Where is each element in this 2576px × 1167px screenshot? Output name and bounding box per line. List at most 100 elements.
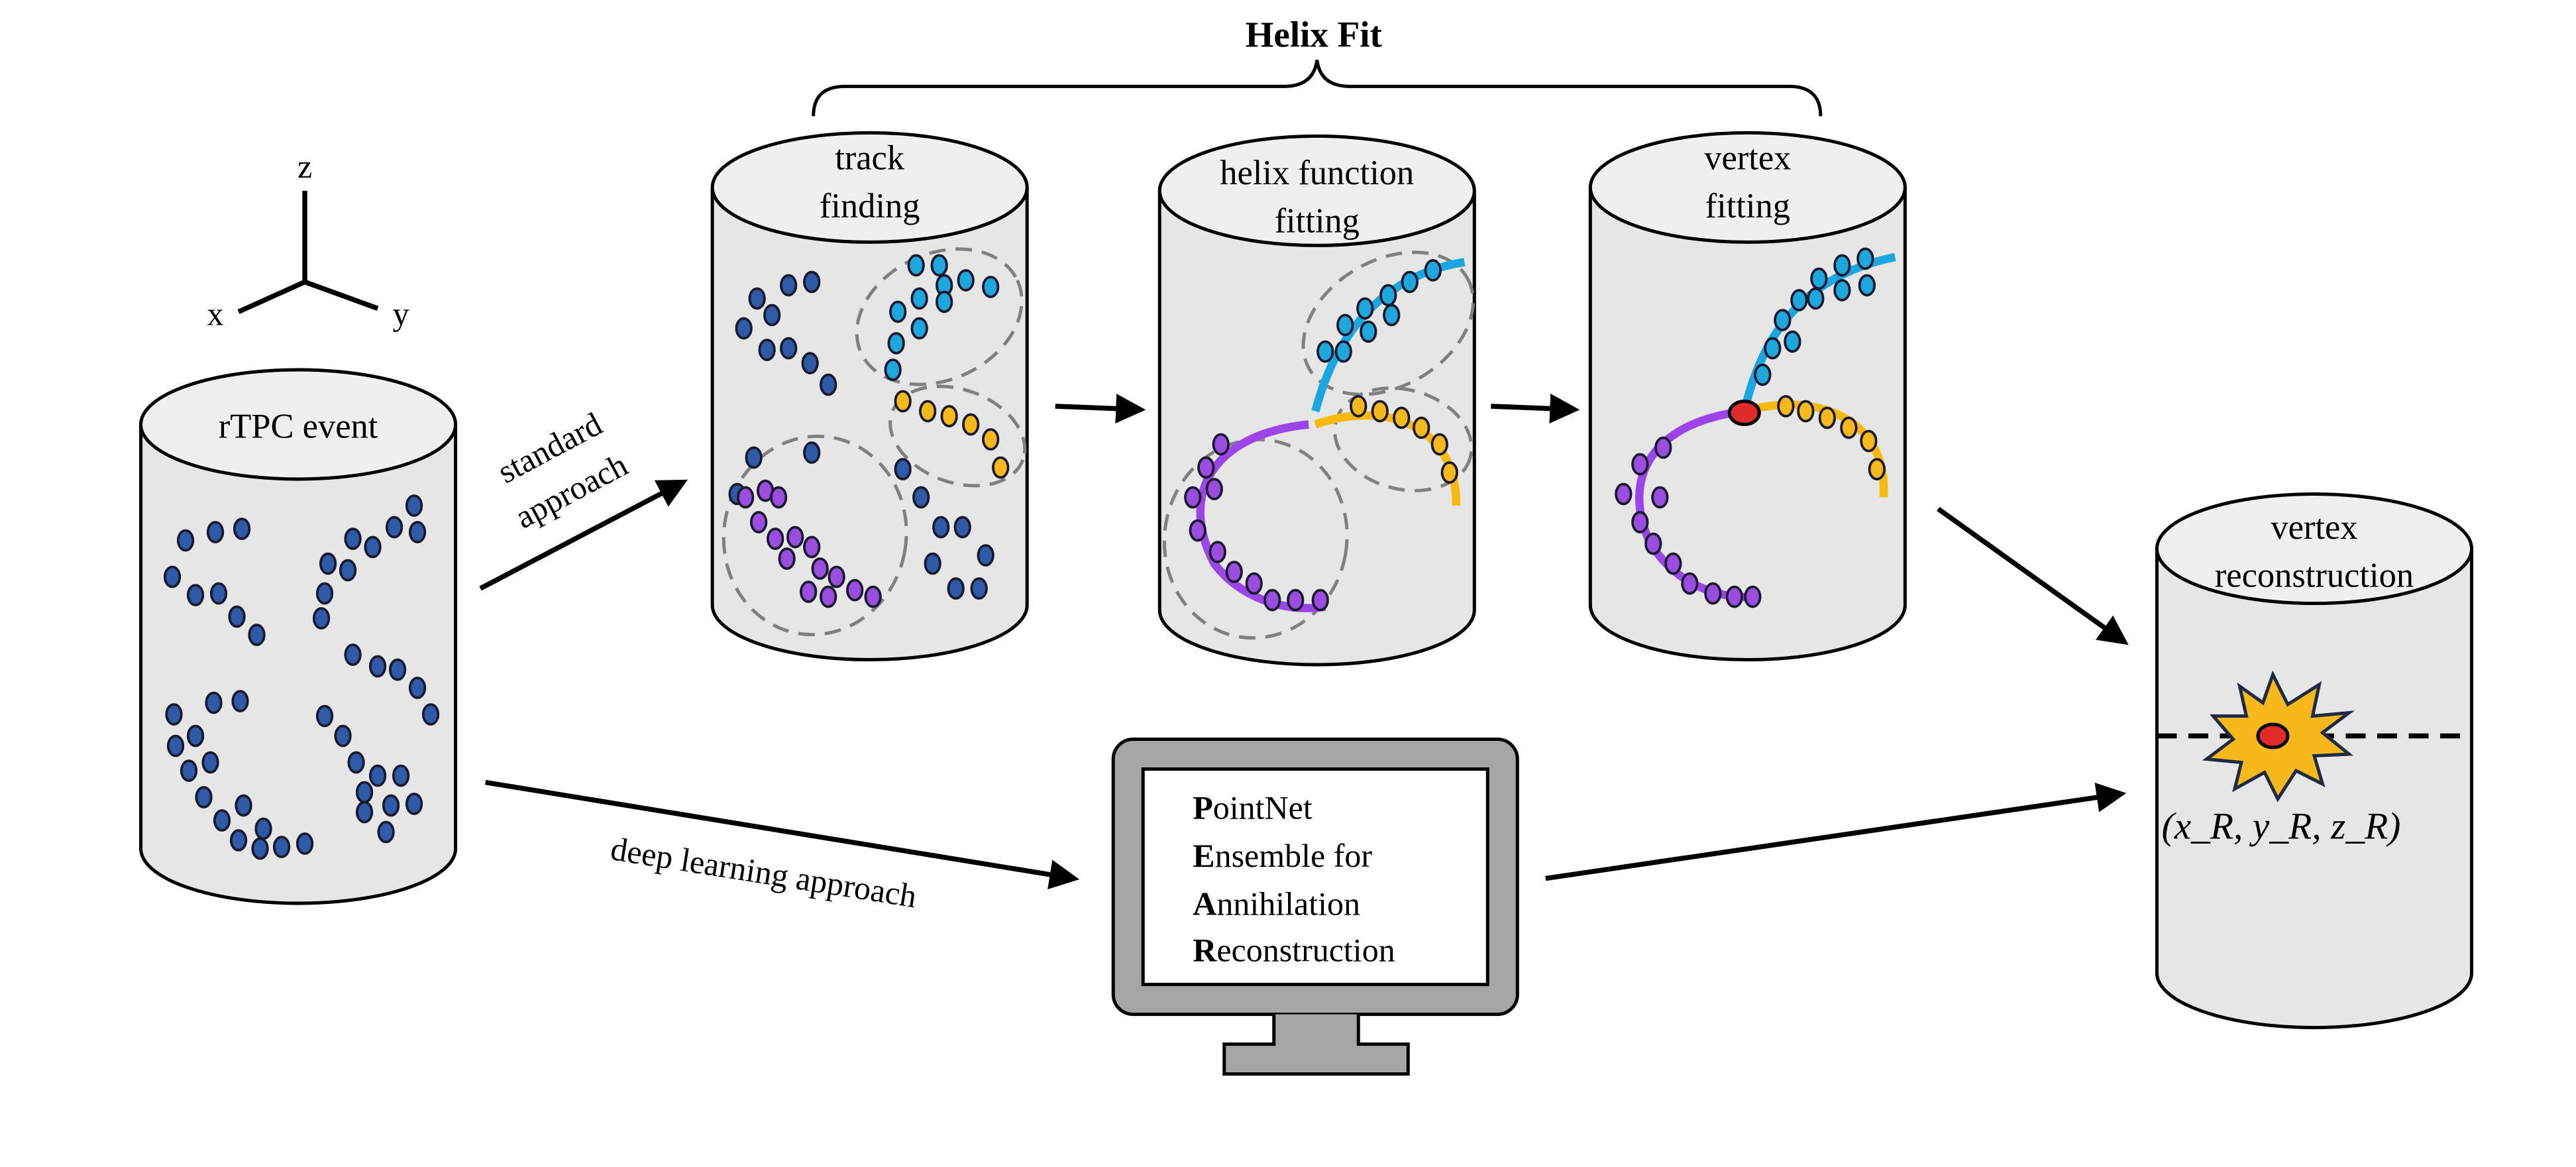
hit-dot — [1316, 340, 1334, 363]
hit-dot — [213, 809, 231, 832]
fitted-vertex — [1727, 399, 1761, 426]
hit-dot — [1336, 313, 1354, 337]
hit-dot — [1790, 289, 1808, 311]
hit-dot — [1350, 395, 1368, 417]
hit-dot — [770, 486, 788, 509]
hit-dot — [235, 794, 252, 817]
hit-dot — [1858, 274, 1876, 297]
hit-dot — [1225, 561, 1243, 583]
hit-dot — [786, 526, 804, 549]
axis-y-label: y — [393, 295, 409, 332]
hit-dot — [910, 287, 928, 310]
hit-dot — [1360, 320, 1377, 343]
hit-dot — [992, 456, 1010, 479]
hit-dot — [229, 829, 248, 852]
hit-dot — [1784, 330, 1801, 353]
hit-dot — [894, 390, 912, 413]
monitor-line-1: PointNet — [1193, 789, 1313, 826]
arrow-helix-to-vertex — [1491, 394, 1580, 424]
arrow-track-to-helix — [1055, 394, 1146, 424]
axis-z-label: z — [297, 148, 312, 185]
hit-dot — [1184, 486, 1202, 509]
hit-dot — [355, 781, 374, 804]
hit-dot — [385, 516, 403, 539]
hit-dot — [1356, 297, 1374, 320]
monitor-line-4: Reconstruction — [1193, 932, 1395, 969]
hit-dot — [780, 274, 798, 297]
hit-dot — [1725, 585, 1743, 608]
helix-fitting-label-2: fitting — [1275, 201, 1360, 240]
hit-dot — [1704, 582, 1722, 605]
hit-dot — [254, 817, 272, 840]
flow-arrows — [479, 394, 2129, 889]
hit-dot — [910, 317, 928, 340]
hit-dot — [1764, 337, 1782, 360]
hit-dot — [1807, 287, 1825, 310]
hit-dot — [820, 585, 837, 608]
axis-x-label: x — [207, 295, 224, 332]
hit-dot — [1681, 572, 1699, 595]
hit-dot — [864, 585, 882, 608]
hit-dot — [1245, 572, 1263, 595]
hit-dot — [1615, 482, 1633, 506]
hit-dot — [780, 337, 798, 360]
standard-arrow — [479, 479, 688, 591]
hit-dot — [233, 518, 251, 540]
hit-dot — [828, 565, 845, 588]
hit-dot — [392, 764, 410, 787]
hit-dot — [1797, 400, 1815, 423]
hit-dot — [251, 837, 269, 860]
hit-dot — [953, 516, 971, 539]
hit-dot — [180, 759, 198, 782]
hit-dot — [339, 559, 357, 582]
hit-dot — [1631, 511, 1649, 533]
hit-dot — [800, 581, 818, 603]
hit-dot — [1860, 429, 1878, 453]
hit-dot — [884, 359, 902, 381]
hit-dot — [347, 751, 365, 774]
hit-dot — [889, 300, 907, 323]
vertex-fitting-hits — [1615, 247, 1886, 608]
hit-dot — [1744, 585, 1762, 608]
hit-dot — [377, 820, 395, 844]
reconstructed-vertex — [2256, 722, 2290, 750]
hit-dot — [206, 521, 225, 543]
hit-dot — [1189, 519, 1207, 542]
helix-fit-label: Helix Fit — [1246, 14, 1383, 54]
rtpc-event-label: rTPC event — [219, 407, 378, 445]
hit-dot — [940, 405, 958, 427]
hit-dot — [1833, 254, 1851, 277]
hit-dot — [1413, 416, 1430, 439]
hit-dot — [907, 254, 925, 277]
hit-dot — [186, 584, 205, 606]
helix-fitting-cylinder — [1157, 134, 1476, 667]
hit-dot — [1393, 406, 1411, 429]
hit-dot — [248, 624, 266, 646]
monitor-line-2: Ensemble for — [1193, 837, 1372, 874]
hit-dot — [408, 521, 427, 543]
hit-dot — [982, 276, 1000, 298]
hit-dot — [924, 552, 941, 575]
hit-dot — [1424, 259, 1442, 282]
hit-dot — [1287, 588, 1305, 612]
hit-dot — [1440, 461, 1458, 484]
hit-dot — [1856, 247, 1874, 270]
hit-dot — [1430, 433, 1448, 456]
hit-dot — [1205, 478, 1223, 500]
monitor-line-3: Annihilation — [1193, 885, 1360, 922]
helix-fit-brace — [812, 60, 1823, 117]
hit-dot — [209, 582, 228, 605]
hit-dot — [405, 793, 423, 815]
hit-dot — [312, 607, 331, 630]
hit-dot — [1833, 279, 1851, 302]
hit-dot — [1644, 532, 1662, 555]
hit-dot — [408, 677, 427, 699]
track-finding-cylinder — [710, 131, 1029, 661]
arrow-monitor-to-reconstruction — [1545, 783, 2127, 881]
hit-dot — [163, 565, 182, 588]
hit-dot — [957, 269, 975, 292]
hit-dot — [947, 577, 965, 600]
hit-dot — [767, 528, 784, 550]
